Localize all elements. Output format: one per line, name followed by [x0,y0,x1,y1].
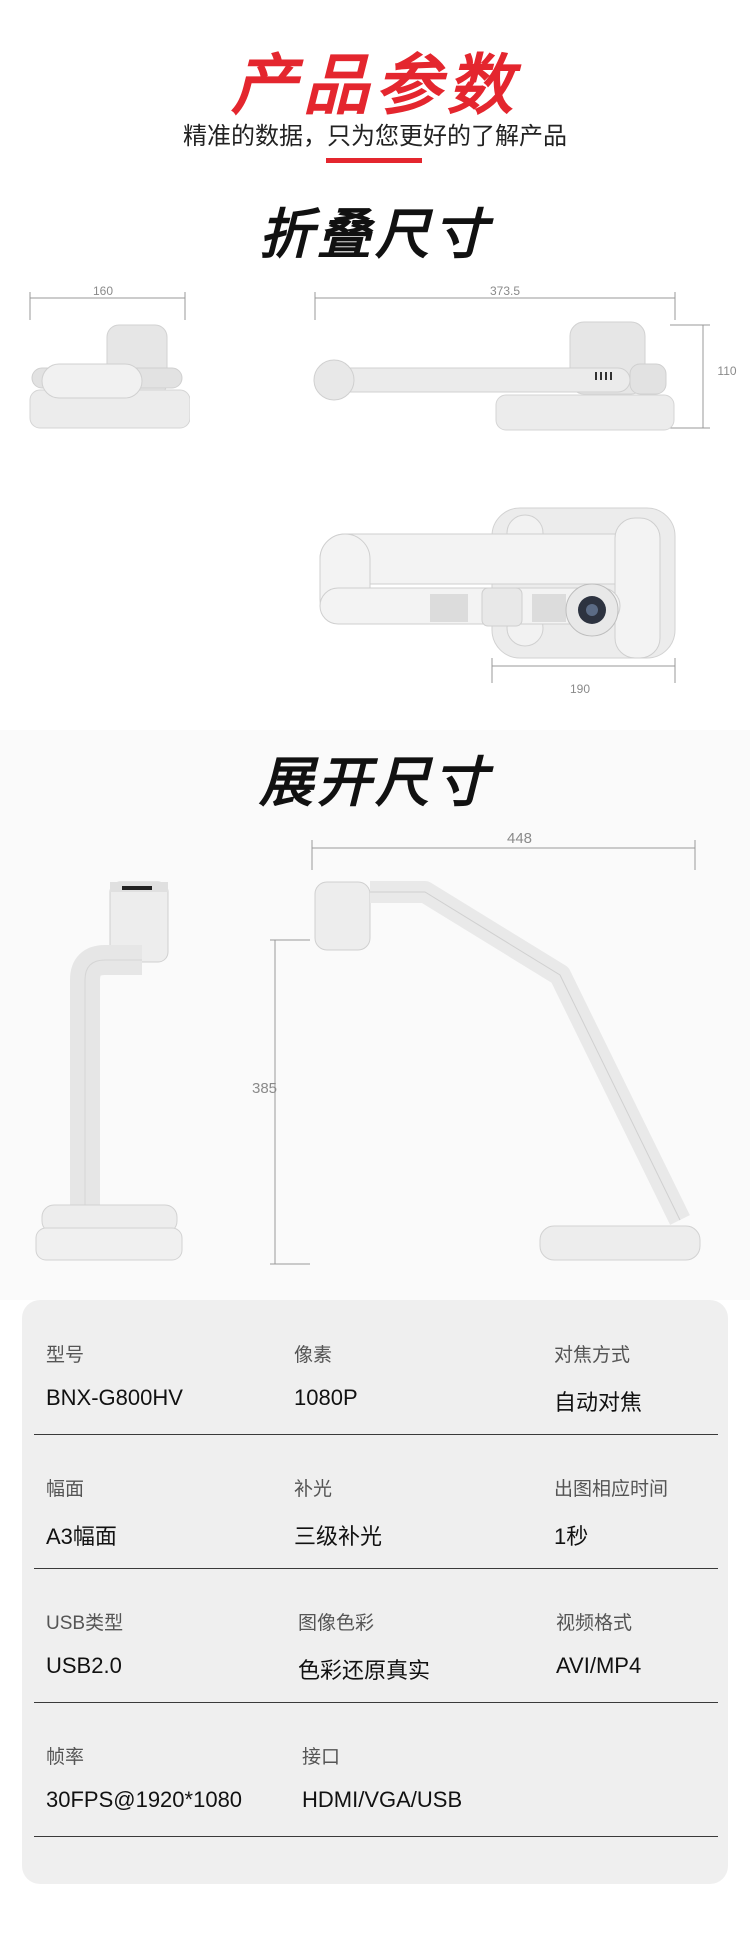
folded-front-view [313,292,710,431]
spec-divider [34,1702,718,1703]
folded-top-view [319,507,676,683]
unfolded-front-view [270,840,701,1265]
spec-cell: 补光三级补光 [294,1479,383,1549]
dim-height: 110 [717,364,737,378]
dim-unfolded-height: 385 [252,1080,278,1097]
title-underline [326,158,422,163]
unfolded-side-view [35,881,183,1261]
folded-section-title: 折叠尺寸 [259,203,491,266]
page-title: 产品参数 [231,47,519,124]
dim-side-width: 160 [92,284,114,298]
spec-divider [34,1568,718,1569]
unfolded-section-title: 展开尺寸 [259,751,491,814]
spec-divider [34,1836,718,1837]
dim-reach: 448 [507,830,533,847]
dim-length: 373.5 [489,284,521,298]
spec-cell: 对焦方式自动对焦 [554,1345,643,1415]
page-subtitle: 精准的数据，只为您更好的了解产品 [183,123,567,150]
spec-cell: 图像色彩色彩还原真实 [298,1613,431,1683]
folded-side-view [29,292,190,429]
spec-divider [34,1434,718,1435]
dim-depth: 190 [569,682,591,696]
